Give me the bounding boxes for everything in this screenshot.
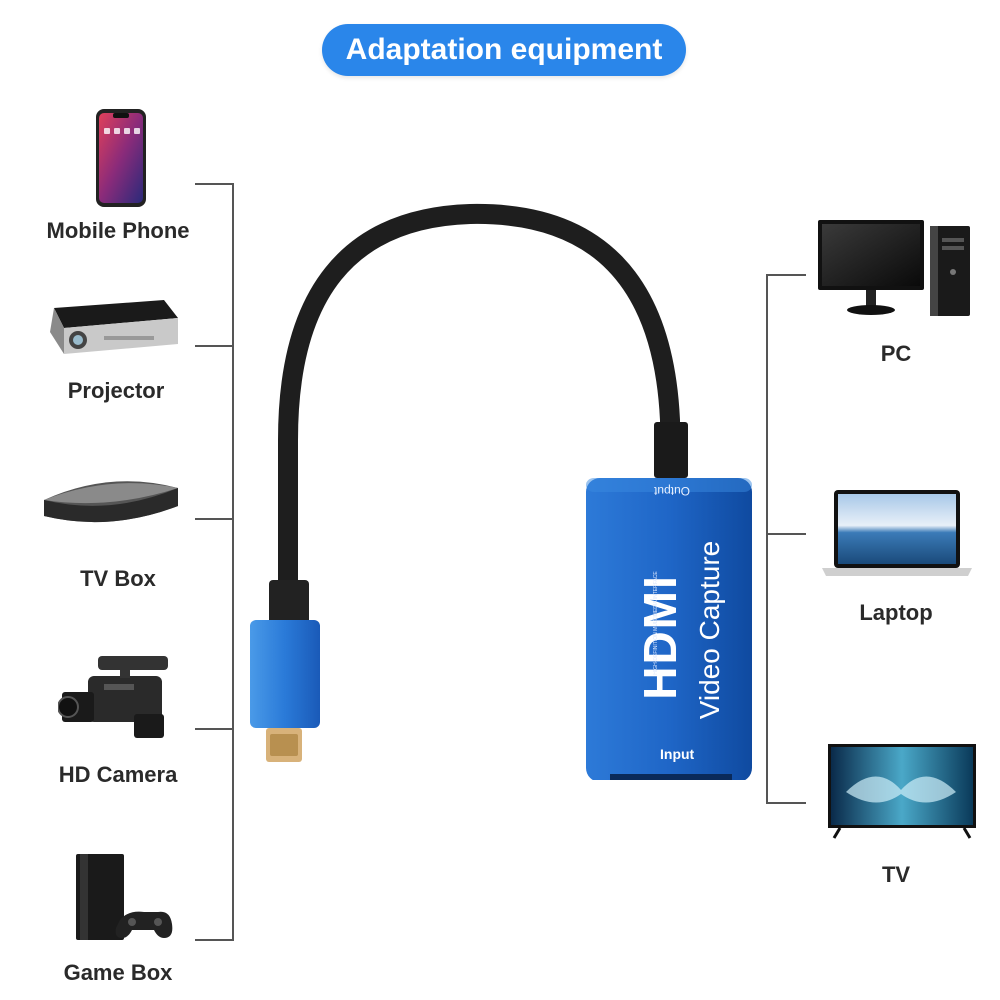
- laptop-item: [820, 488, 974, 578]
- tv-label: TV: [881, 862, 911, 887]
- tv-box-label: TV Box: [80, 566, 156, 591]
- mobile-phone-item: [95, 108, 147, 208]
- tv-box-item: [40, 470, 182, 540]
- pc-label: PC: [880, 341, 912, 366]
- game-box-item: [70, 852, 174, 944]
- tv-icon: [828, 744, 976, 839]
- page-title: Adaptation equipment: [322, 24, 686, 76]
- hd-camera-label: HD Camera: [58, 762, 178, 787]
- game-box-label: Game Box: [63, 960, 173, 985]
- hd-camera-icon: [57, 656, 168, 738]
- laptop-icon: [822, 490, 972, 576]
- pc-item: [814, 216, 974, 320]
- game-box-icon: [76, 854, 173, 940]
- product-name: Video Capture: [694, 540, 725, 720]
- hdmi-capture-device: [250, 203, 752, 784]
- hd-camera-item: [57, 652, 178, 744]
- projector-icon: [50, 300, 178, 354]
- laptop-label: Laptop: [859, 600, 933, 625]
- port-output-label: Output: [654, 484, 691, 498]
- mobile-phone-icon: [96, 109, 146, 207]
- hdmi-logo: HDMI: [634, 574, 686, 700]
- tv-box-icon: [44, 481, 178, 523]
- projector-label: Projector: [67, 378, 165, 403]
- mobile-phone-label: Mobile Phone: [46, 218, 190, 243]
- projector-item: [44, 296, 180, 356]
- port-input-label: Input: [660, 746, 695, 762]
- pc-icon: [818, 220, 970, 316]
- product-image: Output HDMI HIGH-DEFINITION MULTIMEDIA I…: [240, 200, 760, 784]
- tv-item: [826, 742, 978, 840]
- hdmi-tagline: HIGH-DEFINITION MULTIMEDIA INTERFACE: [653, 571, 659, 675]
